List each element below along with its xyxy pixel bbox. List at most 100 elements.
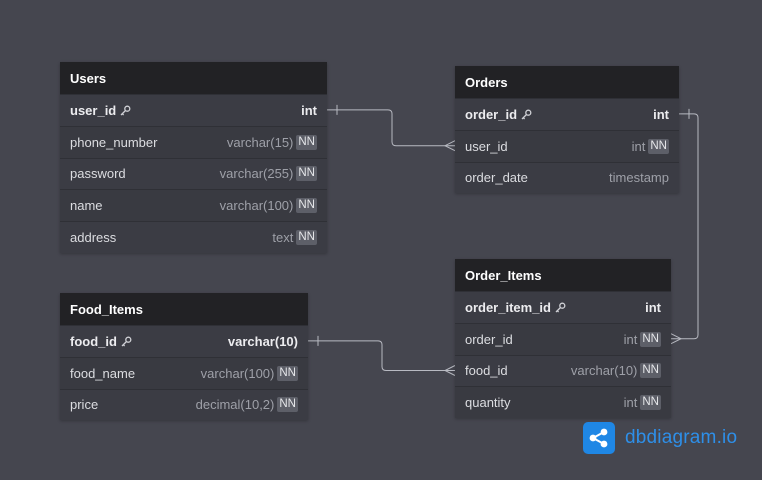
field-row-order-date[interactable]: order_date timestamp <box>455 161 679 194</box>
field-name-text: user_id <box>70 102 117 118</box>
field-name-text: user_id <box>465 138 508 154</box>
brand-name: dbdiagram.io <box>625 427 738 448</box>
field-name: quantity <box>465 395 511 410</box>
field-type-text: text <box>272 230 294 246</box>
field-name-text: food_name <box>70 365 136 381</box>
field-type: varchar(100)NN <box>219 198 317 214</box>
field-row-order-id[interactable]: order_id int <box>455 98 679 130</box>
not-null-badge: NN <box>640 331 661 347</box>
not-null-badge: NN <box>277 397 298 413</box>
table-header[interactable]: Users <box>60 62 327 94</box>
field-type: int <box>645 300 661 315</box>
field-name-text: order_date <box>465 170 528 186</box>
field-row-password[interactable]: password varchar(255)NN <box>60 157 327 190</box>
table-food-items[interactable]: Food_Items food_id varchar(10) food_name var… <box>60 293 308 421</box>
field-name: food_id <box>70 334 132 349</box>
field-name: phone_number <box>70 135 157 150</box>
field-name-text: order_id <box>465 106 518 122</box>
many-marker <box>443 365 456 376</box>
share-icon <box>583 422 615 454</box>
many-marker <box>443 140 456 152</box>
field-row-food-id[interactable]: food_id varchar(10) <box>60 325 308 357</box>
field-type: varchar(15)NN <box>226 134 317 150</box>
field-name: price <box>70 397 98 412</box>
field-row-food-id[interactable]: food_id varchar(10)NN <box>455 354 671 387</box>
relationship-food-items-order-items <box>308 340 455 371</box>
not-null-badge: NN <box>296 198 317 214</box>
field-type: decimal(10,2)NN <box>195 397 298 413</box>
field-name-text: password <box>70 166 126 182</box>
field-type-text: decimal(10,2) <box>195 397 275 413</box>
field-name-text: quantity <box>465 395 511 411</box>
field-row-user-id[interactable]: user_id int <box>60 94 327 126</box>
field-type-text: int <box>645 299 661 315</box>
field-name: food_name <box>70 366 135 381</box>
primary-key-icon <box>121 336 132 347</box>
field-row-order-item-id[interactable]: order_item_id int <box>455 291 671 323</box>
field-row-name[interactable]: name varchar(100)NN <box>60 189 327 222</box>
primary-key-icon <box>521 109 532 120</box>
field-type-text: int <box>623 331 638 347</box>
field-name: food_id <box>465 363 508 378</box>
field-name: order_item_id <box>465 300 566 315</box>
table-header[interactable]: Orders <box>455 66 679 98</box>
field-type: varchar(255)NN <box>219 166 317 182</box>
field-type: timestamp <box>609 170 669 185</box>
field-type-text: varchar(15) <box>226 134 294 150</box>
field-name: order_id <box>465 107 532 122</box>
not-null-badge: NN <box>648 138 669 154</box>
not-null-badge: NN <box>640 395 661 411</box>
field-name: address <box>70 230 116 245</box>
field-type: varchar(100)NN <box>200 365 298 381</box>
field-type-text: int <box>653 106 669 122</box>
table-header[interactable]: Food_Items <box>60 293 308 325</box>
field-type-text: timestamp <box>609 170 669 186</box>
field-type-text: int <box>623 395 638 411</box>
field-row-price[interactable]: price decimal(10,2)NN <box>60 388 308 421</box>
field-name-text: food_id <box>465 363 508 379</box>
field-type-text: varchar(100) <box>219 198 294 214</box>
field-name: order_date <box>465 170 528 185</box>
field-name-text: phone_number <box>70 134 158 150</box>
field-name-text: order_id <box>465 331 513 347</box>
field-name-text: name <box>70 198 103 214</box>
field-type: varchar(10)NN <box>570 363 661 379</box>
field-type-text: varchar(10) <box>570 363 638 379</box>
not-null-badge: NN <box>277 365 298 381</box>
field-name-text: price <box>70 397 99 413</box>
field-name: user_id <box>70 103 131 118</box>
field-name-text: address <box>70 230 117 246</box>
field-row-phone-number[interactable]: phone_number varchar(15)NN <box>60 125 327 158</box>
not-null-badge: NN <box>296 166 317 182</box>
field-name: password <box>70 166 126 181</box>
field-row-food-name[interactable]: food_name varchar(100)NN <box>60 356 308 389</box>
field-type-text: int <box>301 102 317 118</box>
not-null-badge: NN <box>640 363 661 379</box>
field-name-text: food_id <box>70 333 117 349</box>
not-null-badge: NN <box>296 134 317 150</box>
table-header[interactable]: Order_Items <box>455 259 671 291</box>
brand[interactable]: dbdiagram.io <box>583 421 737 455</box>
field-type-text: varchar(100) <box>200 365 275 381</box>
field-type-text: varchar(10) <box>227 333 298 349</box>
field-name: name <box>70 198 103 213</box>
field-name-text: order_item_id <box>465 299 551 315</box>
primary-key-icon <box>120 105 131 116</box>
field-type: int <box>653 107 669 122</box>
field-type-text: varchar(255) <box>219 166 294 182</box>
field-name: user_id <box>465 139 508 154</box>
not-null-badge: NN <box>296 230 317 246</box>
field-type: varchar(10) <box>228 334 298 349</box>
